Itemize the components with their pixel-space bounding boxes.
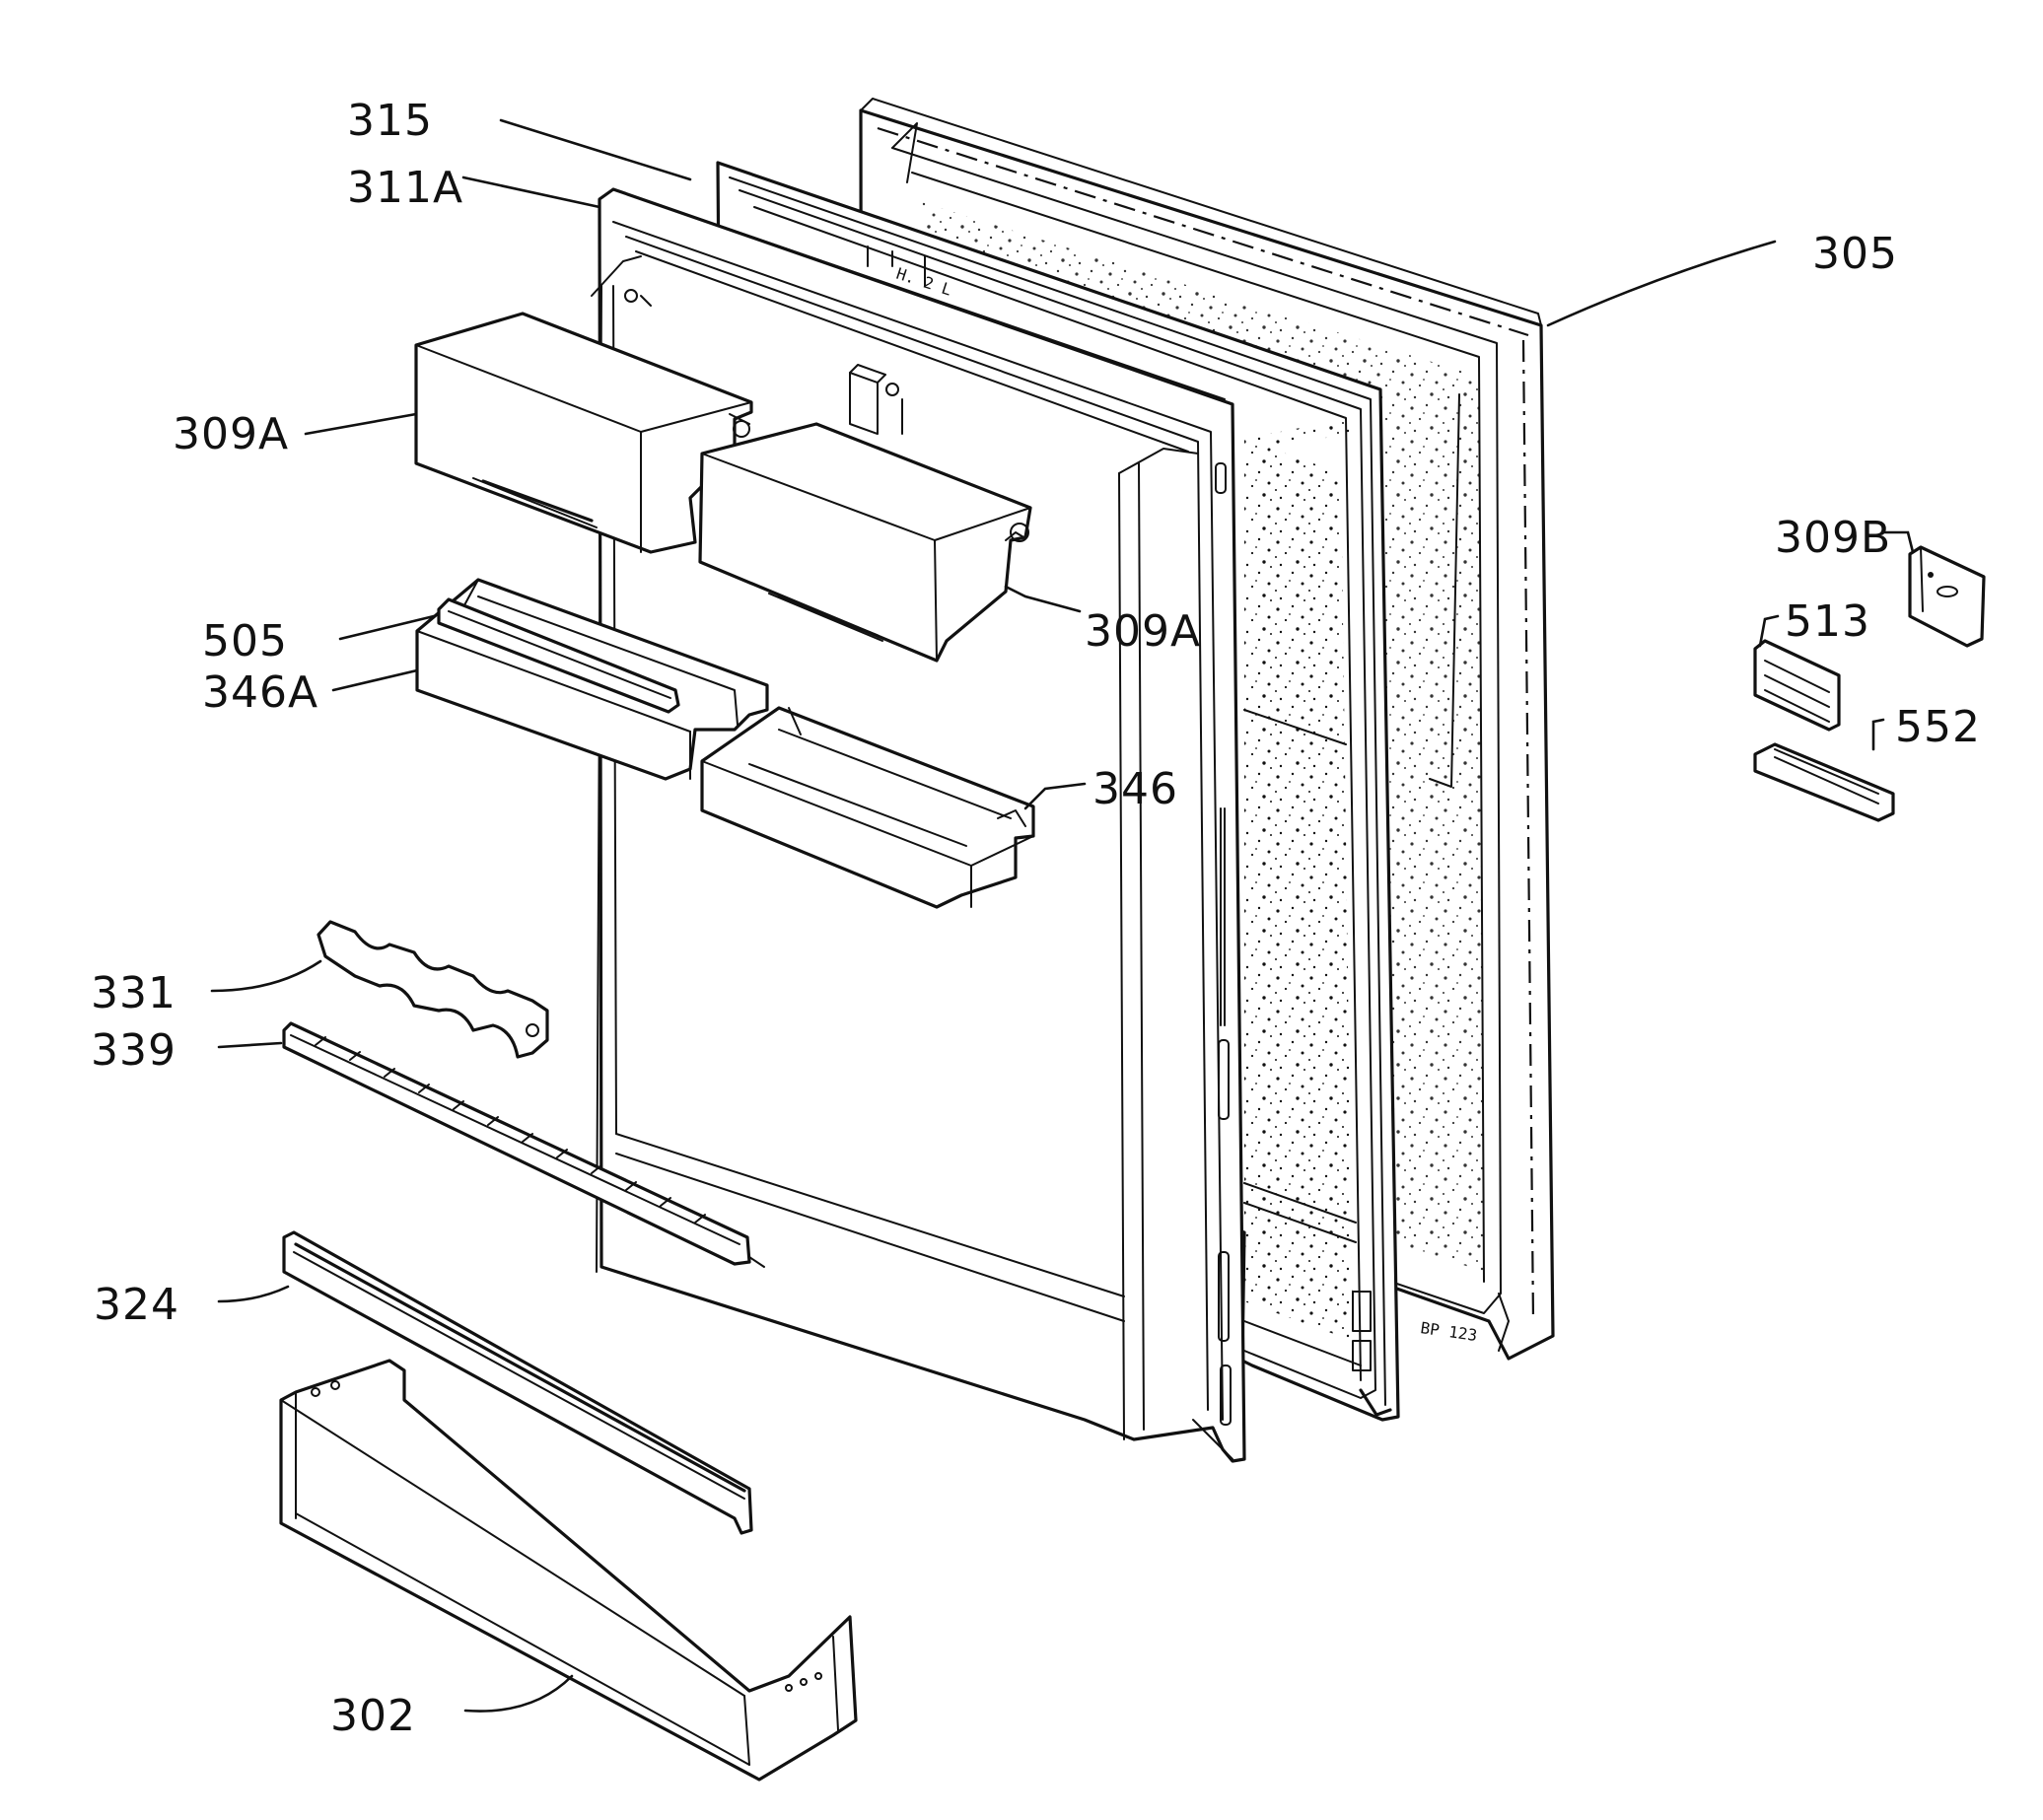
label-309a-middle: 309A [1085,606,1201,657]
bottle-retainer-rail [282,1021,765,1268]
label-302: 302 [330,1691,416,1741]
bottle-shelf-tray [279,1359,858,1782]
label-339: 339 [91,1025,176,1076]
label-346: 346 [1092,764,1178,814]
middle-door-bin [698,422,1032,663]
egg-holder-rack [317,920,549,1059]
label-311a: 311A [347,163,463,213]
label-309b: 309B [1775,513,1891,563]
label-346a: 346A [202,667,318,718]
label-305: 305 [1812,229,1898,279]
lower-door-shelf [700,706,1035,909]
label-552: 552 [1895,702,1981,752]
bottom-shelf-bar [282,1230,753,1535]
label-331: 331 [91,968,176,1018]
label-513: 513 [1785,596,1870,647]
leader-lines [210,118,1915,1713]
hinge-cover-513 [1753,639,1841,732]
drawing-stamp: BP 123 [1419,1318,1478,1345]
label-324: 324 [94,1280,179,1330]
shelf-retainer-bar [437,597,680,714]
label-315: 315 [347,96,433,146]
hinge-plate-309b [1908,545,1986,648]
handle-strip-552 [1753,742,1895,822]
label-505: 505 [202,616,288,666]
label-309a-top: 309A [173,409,289,459]
